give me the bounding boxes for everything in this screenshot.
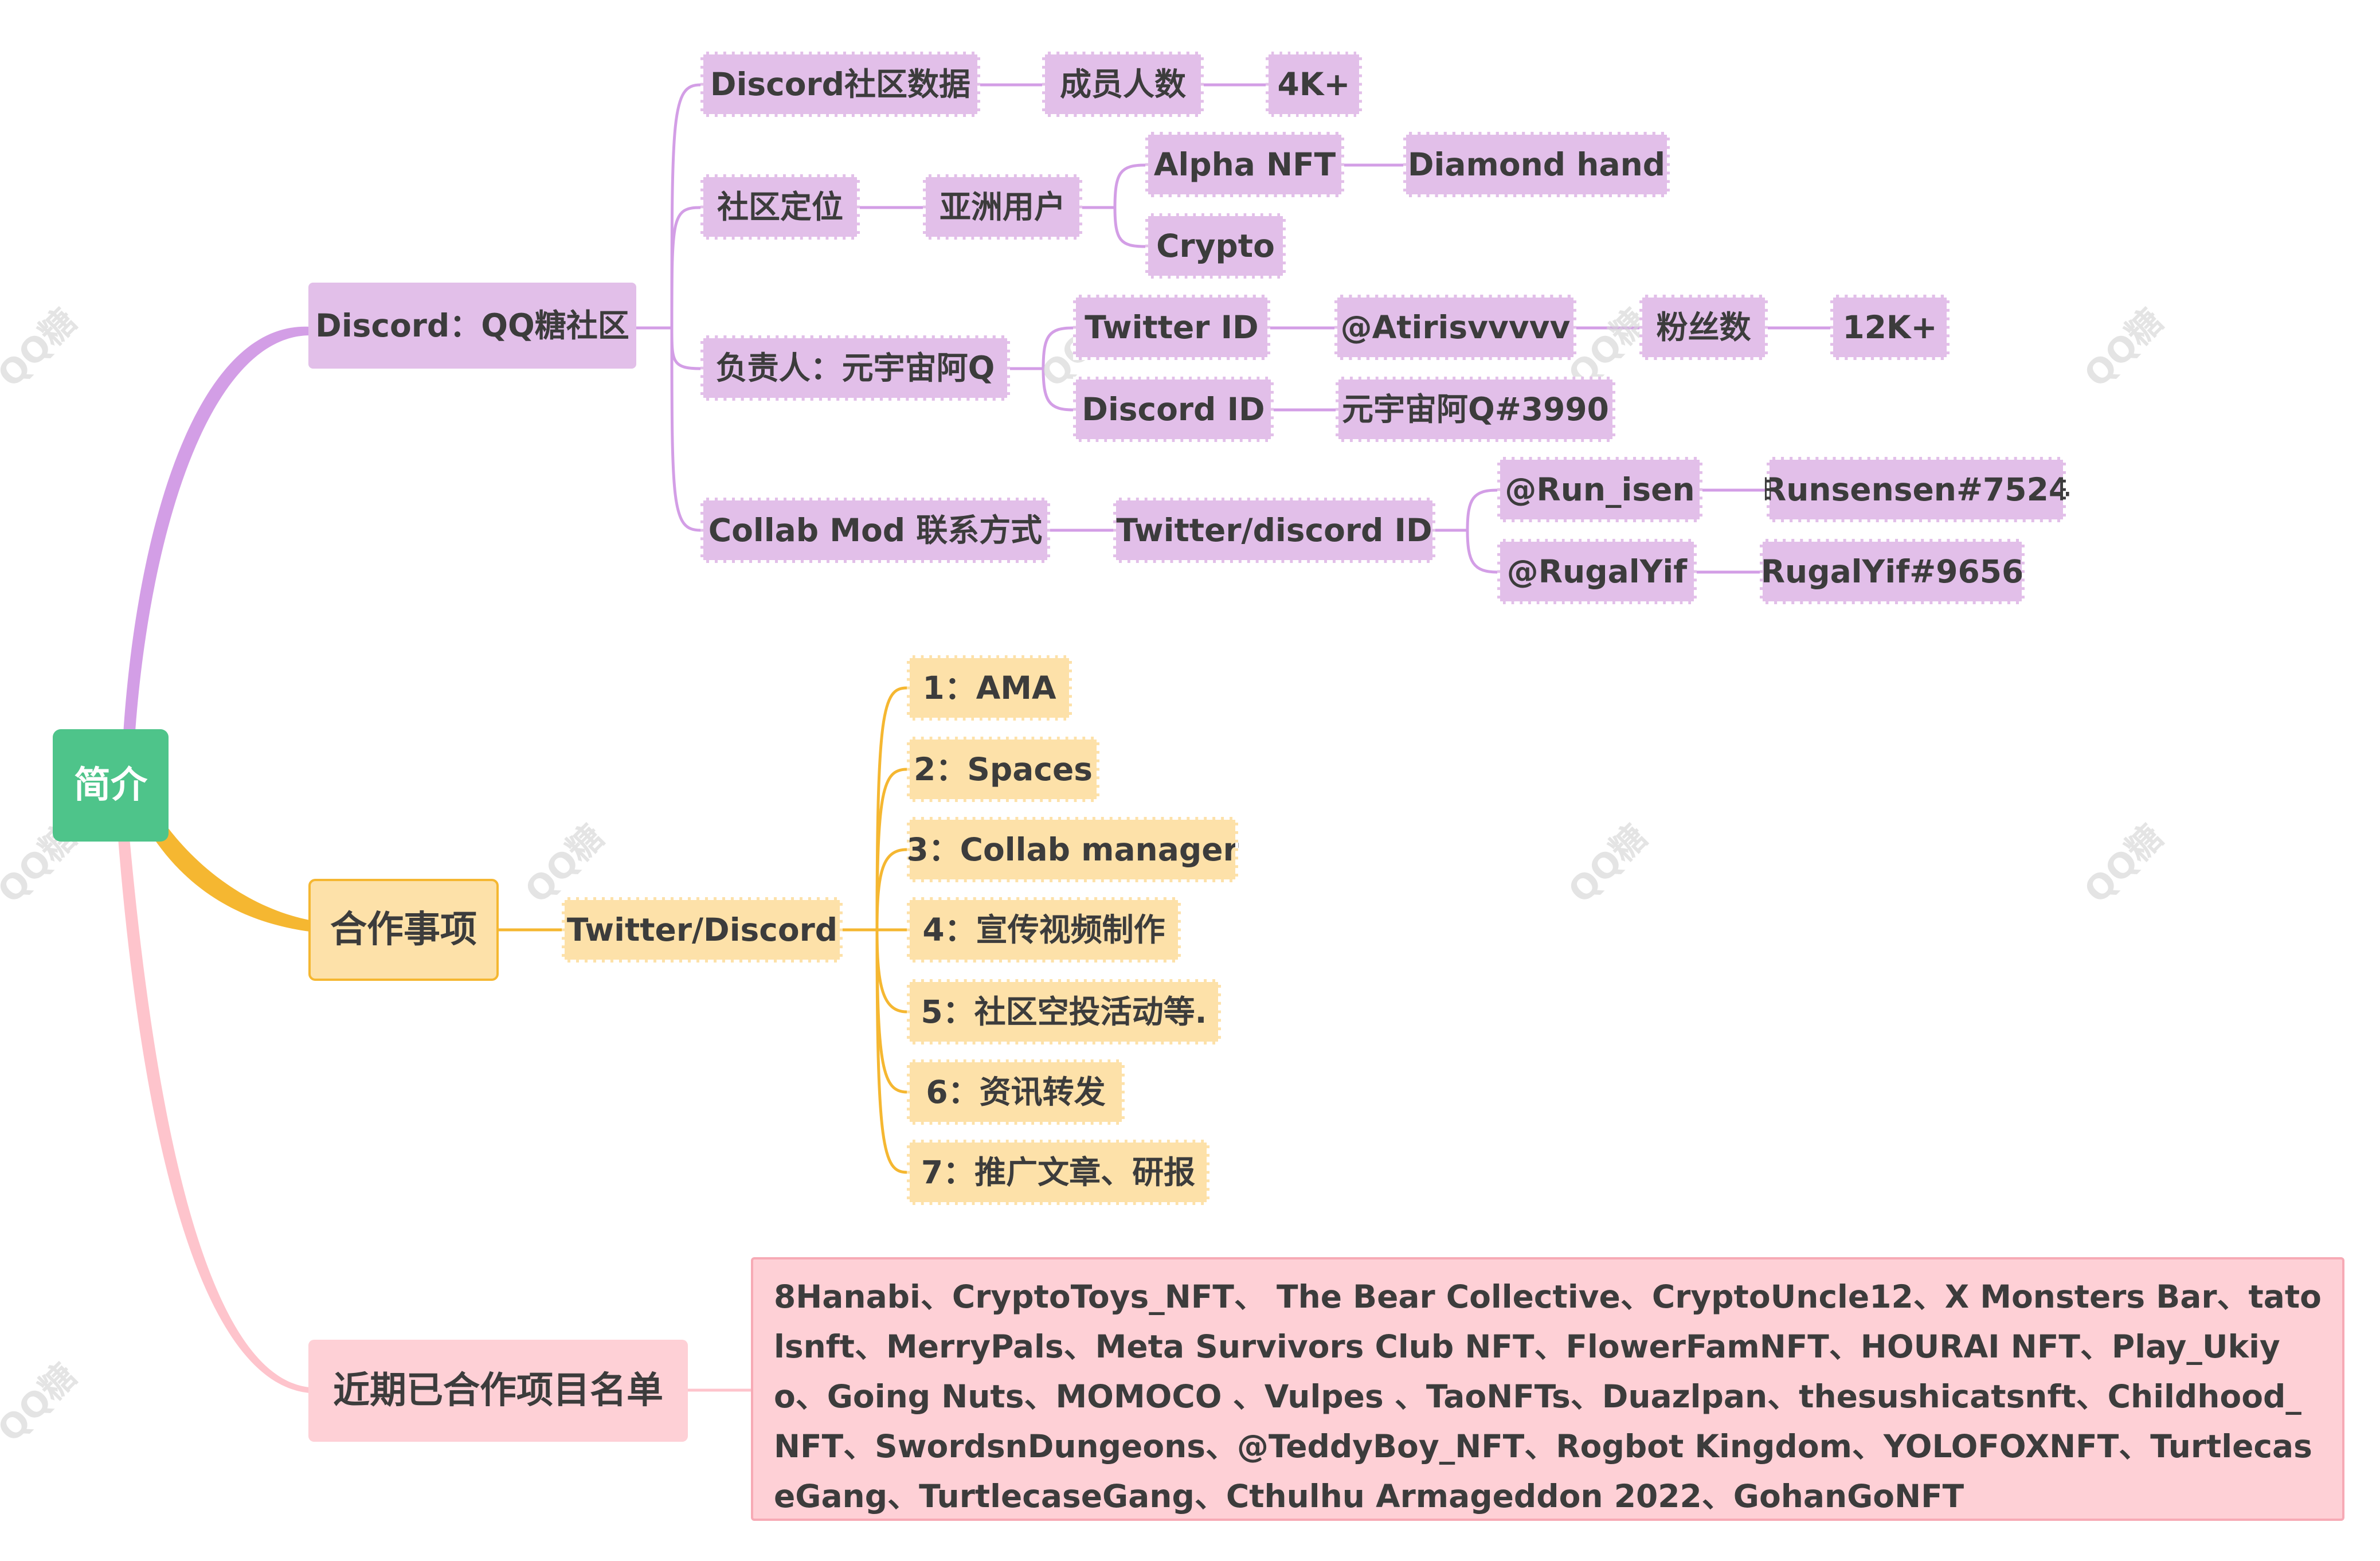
coop-item[interactable]: 4：宣传视频制作: [907, 897, 1181, 963]
contact-twitter-node[interactable]: @Run_isen: [1497, 457, 1702, 522]
coop-item[interactable]: 6：资讯转发: [907, 1059, 1125, 1125]
members-label-node[interactable]: 成员人数: [1042, 52, 1204, 117]
collab-id-label-node[interactable]: Twitter/discord ID: [1113, 498, 1435, 563]
coop-item[interactable]: 5：社区空投活动等.: [907, 979, 1221, 1044]
collab-mod-node[interactable]: Collab Mod 联系方式: [700, 498, 1050, 563]
members-value-node[interactable]: 4K+: [1266, 52, 1362, 117]
twitter-handle-node[interactable]: @Atirisvvvvv: [1334, 295, 1576, 360]
twitter-id-label-node[interactable]: Twitter ID: [1073, 295, 1270, 360]
root-branch-coop: [149, 826, 310, 932]
coop-links: [499, 686, 907, 1174]
root-branch-discord: [123, 326, 312, 740]
discord-id-value-node[interactable]: 元宇宙阿Q#3990: [1336, 377, 1615, 442]
discord-id-label-node[interactable]: Discord ID: [1073, 377, 1274, 442]
discord-links: [636, 83, 1830, 574]
contact-twitter-node[interactable]: @RugalYif: [1497, 539, 1697, 604]
root-branch-projects: [118, 831, 310, 1393]
coop-item[interactable]: 7：推广文章、研报: [907, 1140, 1209, 1205]
projects-list[interactable]: 8Hanabi、CryptoToys_NFT、 The Bear Collect…: [751, 1257, 2344, 1521]
followers-value-node[interactable]: 12K+: [1830, 295, 1950, 360]
crypto-node[interactable]: Crypto: [1145, 213, 1286, 279]
contact-discord-node[interactable]: Runsensen#7524: [1762, 457, 2070, 522]
coop-item[interactable]: 1：AMA: [907, 655, 1072, 721]
discord-data-node[interactable]: Discord社区数据: [700, 52, 980, 117]
positioning-node[interactable]: 社区定位: [700, 174, 860, 240]
followers-label-node[interactable]: 粉丝数: [1639, 295, 1768, 360]
recent-projects-node[interactable]: 近期已合作项目名单: [308, 1340, 688, 1442]
root-node[interactable]: 简介: [53, 729, 169, 842]
owner-node[interactable]: 负责人：元宇宙阿Q: [700, 335, 1010, 401]
discord-community-node[interactable]: Discord：QQ糖社区: [308, 283, 636, 369]
alpha-nft-node[interactable]: Alpha NFT: [1145, 132, 1344, 197]
asian-users-node[interactable]: 亚洲用户: [923, 174, 1082, 240]
channel-node[interactable]: Twitter/Discord: [562, 897, 843, 963]
cooperation-node[interactable]: 合作事项: [308, 879, 499, 981]
coop-item[interactable]: 3：Collab manager: [906, 817, 1239, 882]
coop-item[interactable]: 2：Spaces: [907, 737, 1099, 802]
contact-discord-node[interactable]: RugalYif#9656: [1760, 539, 2025, 604]
diamond-hand-node[interactable]: Diamond hand: [1403, 132, 1670, 197]
